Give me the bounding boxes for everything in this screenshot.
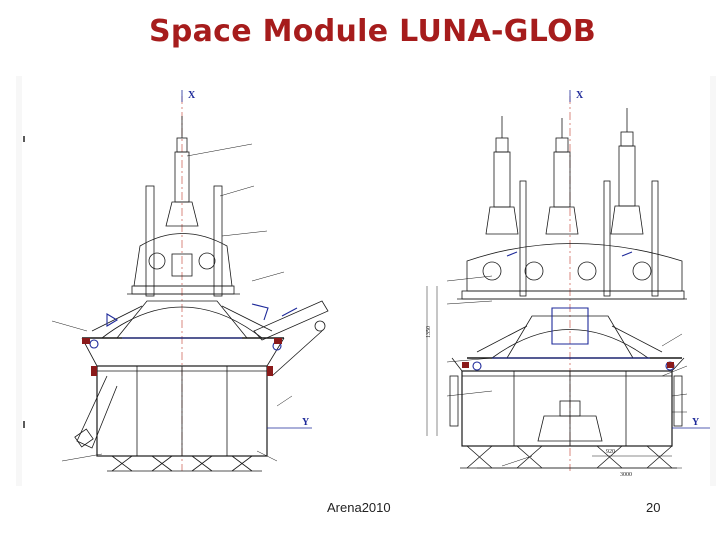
page-number: 20	[646, 500, 661, 515]
right-axis-y-label: Y	[692, 417, 700, 428]
module-drawing-svg: X Y	[23, 90, 710, 478]
left-axis-y-label: Y	[302, 417, 310, 428]
left-axis-x-label: X	[188, 90, 196, 101]
right-view	[426, 96, 688, 471]
footer-source: Arena2010	[327, 500, 391, 515]
left-view	[51, 96, 329, 472]
technical-drawing: X Y	[16, 76, 716, 486]
drawing-sheet: X Y	[22, 76, 710, 486]
right-axis-x-label: X	[576, 90, 584, 101]
dimension-label: 920	[606, 449, 615, 455]
dimension-label: 3000	[620, 472, 632, 478]
dimension-label: 1350	[426, 326, 432, 338]
slide-title: Space Module LUNA-GLOB	[148, 14, 597, 49]
